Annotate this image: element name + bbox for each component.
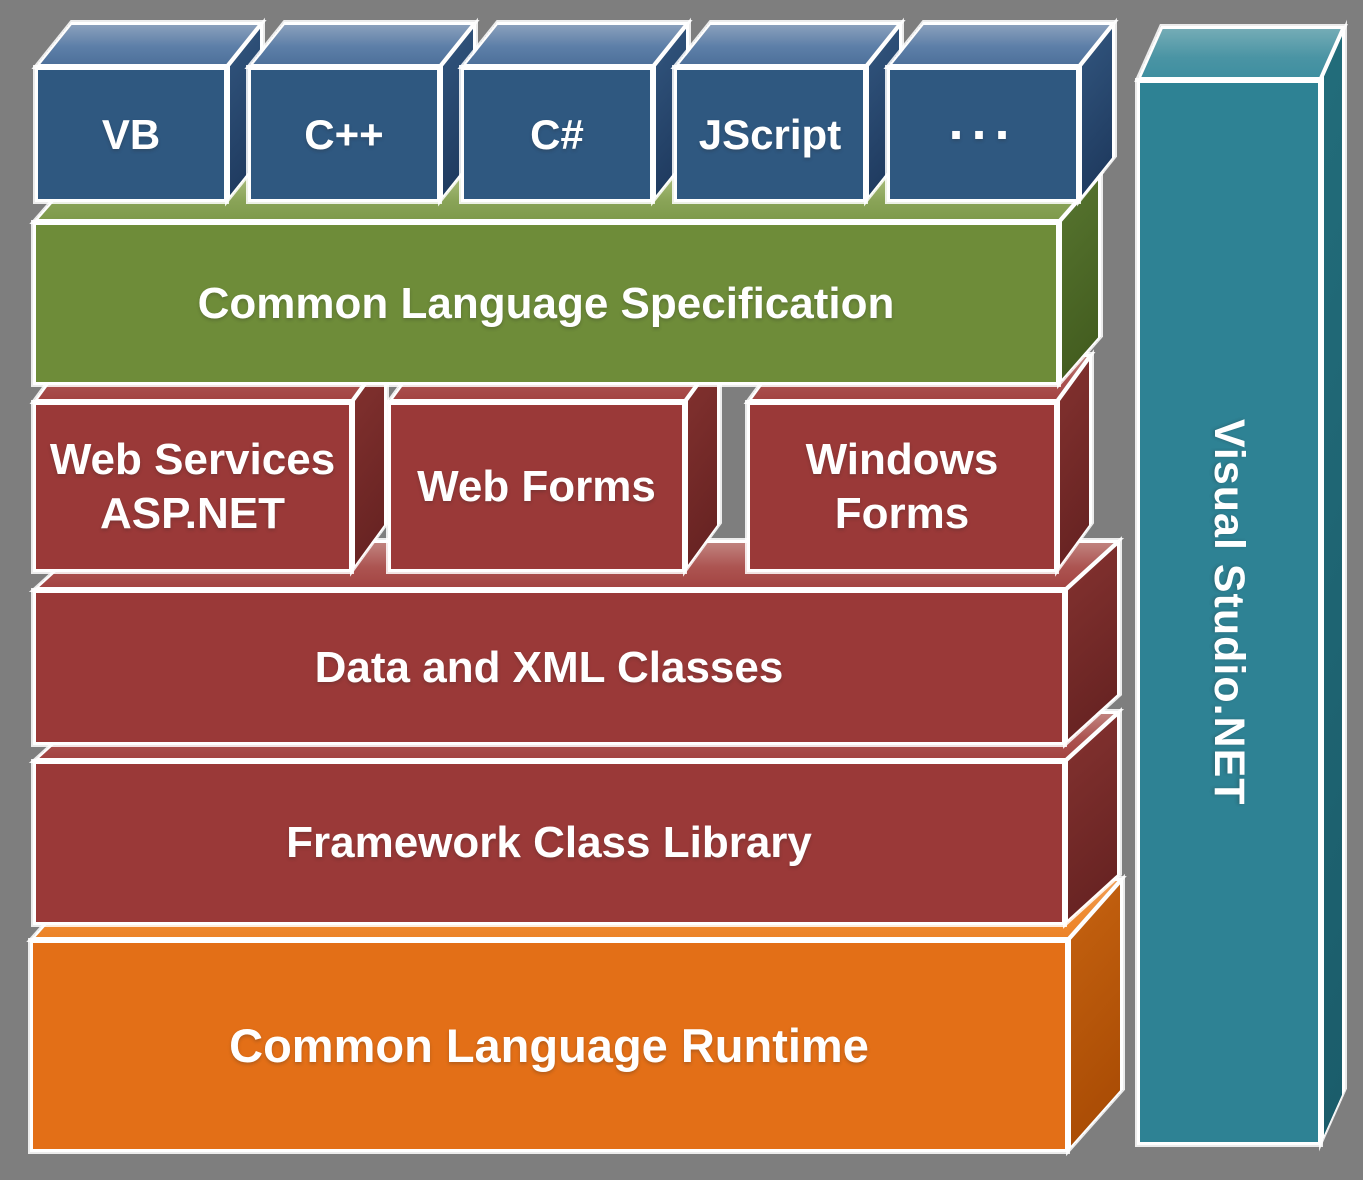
framework-class-library-bar: Framework Class Library	[33, 710, 1120, 925]
windows-forms-label-line2: Forms	[834, 489, 970, 538]
data-xml-classes-label: Data and XML Classes	[314, 642, 784, 692]
front-face: VB	[35, 67, 227, 202]
language-box-cpp: C++	[248, 22, 477, 203]
front-face: Data and XML Classes	[33, 590, 1065, 745]
data-xml-classes-bar: Data and XML Classes	[33, 539, 1120, 745]
language-label-csharp: C#	[530, 110, 584, 158]
common-language-specification-bar: Common Language Specification	[33, 174, 1102, 385]
common-language-runtime-label: Common Language Runtime	[229, 1019, 869, 1073]
front-face: C++	[248, 67, 440, 202]
language-label-jscript: JScript	[698, 110, 842, 158]
web-services-label-line2: ASP.NET	[99, 489, 286, 538]
front-face: Web Forms	[388, 402, 685, 572]
top-face	[674, 22, 903, 67]
front-face: Web Services ASP.NET	[33, 402, 352, 572]
language-box-csharp: C#	[461, 22, 690, 203]
web-services-aspnet-box: Web Services ASP.NET	[33, 354, 388, 572]
top-face	[887, 22, 1116, 67]
front-face: ···	[887, 67, 1079, 202]
front-face: JScript	[674, 67, 866, 202]
common-language-runtime-bar: Common Language Runtime	[30, 878, 1124, 1152]
front-face: Framework Class Library	[33, 761, 1065, 925]
web-forms-label: Web Forms	[417, 462, 656, 512]
windows-forms-label-line1: Windows	[805, 435, 999, 485]
visual-studio-net-bar: Visual Studio.NET	[1137, 26, 1346, 1146]
language-box-jscript: JScript	[674, 22, 903, 203]
windows-forms-box: Windows Forms	[747, 354, 1093, 572]
specification-label: Common Language Specification	[197, 278, 895, 328]
web-forms-box: Web Forms	[388, 354, 721, 572]
top-face	[248, 22, 477, 67]
top-face	[35, 22, 264, 67]
front-face: Windows Forms	[747, 402, 1057, 572]
language-label-ellipsis: ···	[948, 104, 1018, 165]
web-services-label-line1: Web Services	[49, 435, 336, 485]
language-label-cpp: C++	[304, 110, 384, 158]
framework-class-library-label: Framework Class Library	[286, 818, 812, 868]
front-face: C#	[461, 67, 653, 202]
front-face: Common Language Specification	[33, 222, 1059, 385]
language-box-vb: VB	[35, 22, 264, 203]
front-face: Visual Studio.NET	[1137, 80, 1321, 1145]
language-label-vb: VB	[101, 110, 161, 158]
language-box-ellipsis: ···	[887, 22, 1116, 203]
side-face	[1321, 26, 1345, 1146]
top-face	[1137, 26, 1346, 80]
visual-studio-net-label: Visual Studio.NET	[1205, 419, 1254, 806]
front-face: Common Language Runtime	[30, 940, 1068, 1152]
top-face	[461, 22, 690, 67]
